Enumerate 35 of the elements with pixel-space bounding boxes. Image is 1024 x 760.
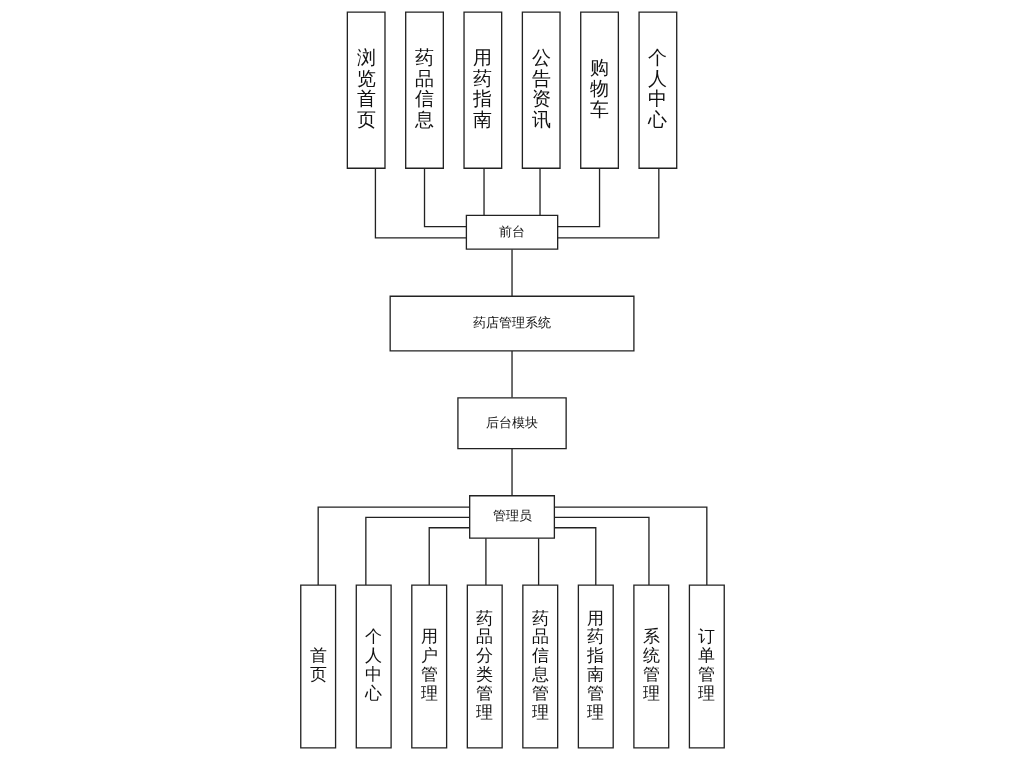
connector: [428, 527, 470, 586]
node-box: 用户管理: [410, 584, 447, 749]
node-box: 药品分类管理: [466, 584, 503, 749]
node-box: 后台模块: [456, 397, 567, 450]
node-box: 购物车: [579, 11, 619, 169]
node-box: 浏览首页: [346, 11, 386, 169]
node-box: 前台: [465, 214, 558, 250]
connector: [364, 516, 470, 586]
node-box: 用药指南管理: [577, 584, 614, 749]
connector: [317, 506, 470, 586]
connector: [553, 506, 707, 586]
connector: [482, 167, 485, 216]
node-box: 管理员: [468, 495, 555, 539]
connector: [537, 537, 539, 586]
node-box: 个人中心: [637, 11, 677, 169]
node-box: 药品信息: [404, 11, 444, 169]
connector: [556, 167, 600, 228]
node-box: 首页: [299, 584, 336, 749]
node-box: 公告资讯: [521, 11, 561, 169]
node-box: 个人中心: [355, 584, 392, 749]
connector: [538, 167, 541, 216]
node-box: 系统管理: [632, 584, 669, 749]
connector: [510, 350, 513, 399]
connector: [553, 527, 596, 586]
connector: [374, 167, 467, 239]
node-box: 药店管理系统: [389, 295, 635, 352]
connector: [423, 167, 467, 228]
connector: [510, 248, 513, 297]
connector: [510, 448, 513, 497]
node-box: 药品信息管理: [521, 584, 558, 749]
connector: [556, 167, 659, 239]
node-box: 订单管理: [688, 584, 725, 749]
connector: [484, 537, 487, 586]
connector: [553, 516, 650, 586]
node-box: 用药指南: [462, 11, 502, 169]
